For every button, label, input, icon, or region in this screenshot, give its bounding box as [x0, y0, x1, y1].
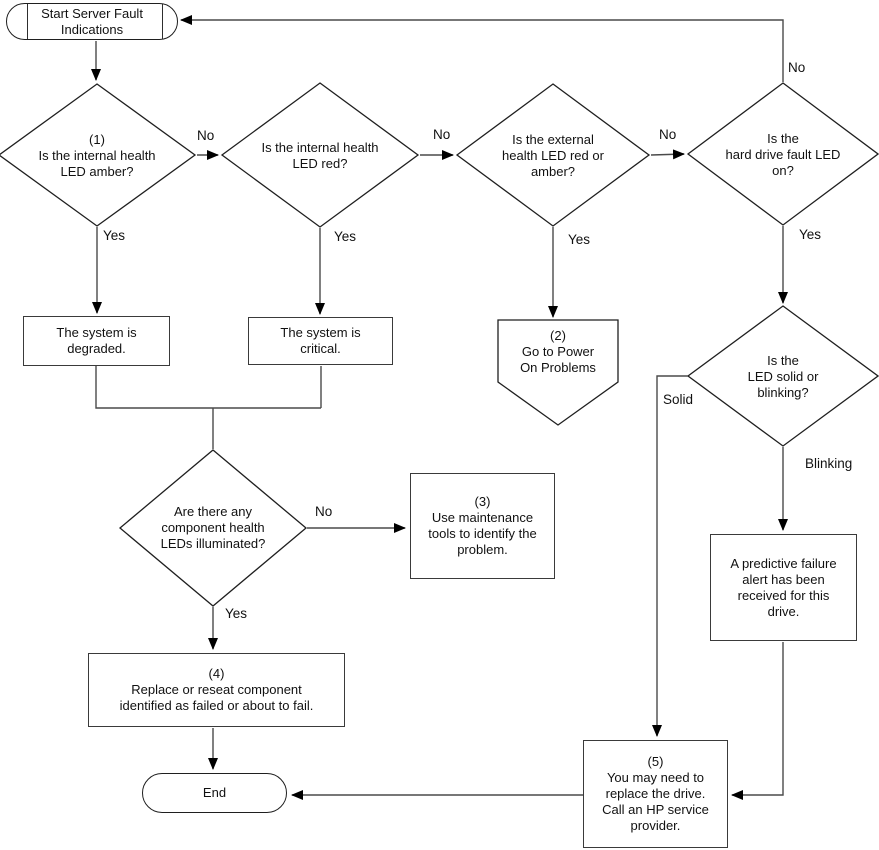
decision-shape-led-solid-or-blinking: [686, 305, 879, 447]
terminator-divider-left: [27, 4, 28, 39]
decision-internal-health-red-label: Is the internal health LED red?: [261, 140, 379, 171]
edge-label-q3-yes: Yes: [568, 232, 591, 247]
edge-label-q5-solid: Solid: [663, 392, 694, 407]
start-terminator: Start Server Fault Indications: [6, 3, 178, 40]
offpage-shape-power-on-problems: [497, 319, 619, 426]
process-system-critical: The system is critical.: [248, 317, 393, 365]
system-degraded-label: The system is degraded.: [56, 325, 137, 356]
edge-label-q4-no: No: [788, 60, 806, 75]
edge-q4-no-to-start: [180, 15, 784, 82]
edge-label-q4-yes: Yes: [799, 227, 822, 242]
system-critical-label: The system is critical.: [280, 325, 361, 356]
decision-shape-internal-health-amber: [0, 83, 197, 227]
edge-degraded-merge: [95, 366, 321, 409]
start-label: Start Server Fault Indications: [41, 5, 143, 37]
call-hp-service-label: (5) You may need to replace the drive. C…: [602, 754, 709, 833]
offpage-power-on-problems-label: (2) Go to Power On Problems: [520, 328, 596, 375]
process-call-hp-service: (5) You may need to replace the drive. C…: [583, 740, 728, 848]
edge-label-q6-yes: Yes: [225, 606, 248, 621]
edge-label-q1-no: No: [197, 128, 215, 143]
edge-label-q3-no: No: [659, 127, 677, 142]
maintenance-tools-label: (3) Use maintenance tools to identify th…: [428, 494, 537, 557]
decision-internal-health-amber-label: (1) Is the internal health LED amber?: [38, 132, 156, 179]
decision-hard-drive-fault-led-label: Is the hard drive fault LED on?: [725, 131, 841, 178]
process-predictive-failure-alert: A predictive failure alert has been rece…: [710, 534, 857, 641]
end-terminator: End: [142, 773, 287, 813]
replace-reseat-label: (4) Replace or reseat component identifi…: [119, 666, 314, 713]
edge-label-q2-yes: Yes: [334, 229, 357, 244]
predictive-failure-label: A predictive failure alert has been rece…: [730, 555, 837, 619]
decision-shape-external-health-led: [455, 83, 651, 227]
process-use-maintenance-tools: (3) Use maintenance tools to identify th…: [410, 473, 555, 579]
decision-shape-hard-drive-fault-led: [686, 82, 879, 226]
process-system-degraded: The system is degraded.: [23, 316, 170, 366]
edge-label-q2-no: No: [433, 127, 451, 142]
end-label: End: [202, 785, 227, 800]
decision-led-solid-or-blinking-label: Is the LED solid or blinking?: [747, 353, 819, 400]
decision-external-health-led-label: Is the external health LED red or amber?: [502, 132, 604, 179]
terminator-divider-right: [162, 4, 163, 39]
edge-q3-no-to-q4: [650, 149, 685, 160]
decision-component-health-leds-label: Are there any component health LEDs illu…: [160, 504, 266, 551]
edge-label-q6-no: No: [315, 504, 333, 519]
decision-shape-component-health-leds: [118, 449, 308, 607]
edge-label-q5-blinking: Blinking: [805, 456, 853, 471]
process-replace-or-reseat: (4) Replace or reseat component identifi…: [88, 653, 345, 727]
edge-label-q1-yes: Yes: [103, 228, 126, 243]
edge-predictive-to-service: [731, 642, 784, 800]
edge-q5-solid-to-service: [652, 375, 688, 737]
decision-shape-internal-health-red: [220, 82, 420, 228]
